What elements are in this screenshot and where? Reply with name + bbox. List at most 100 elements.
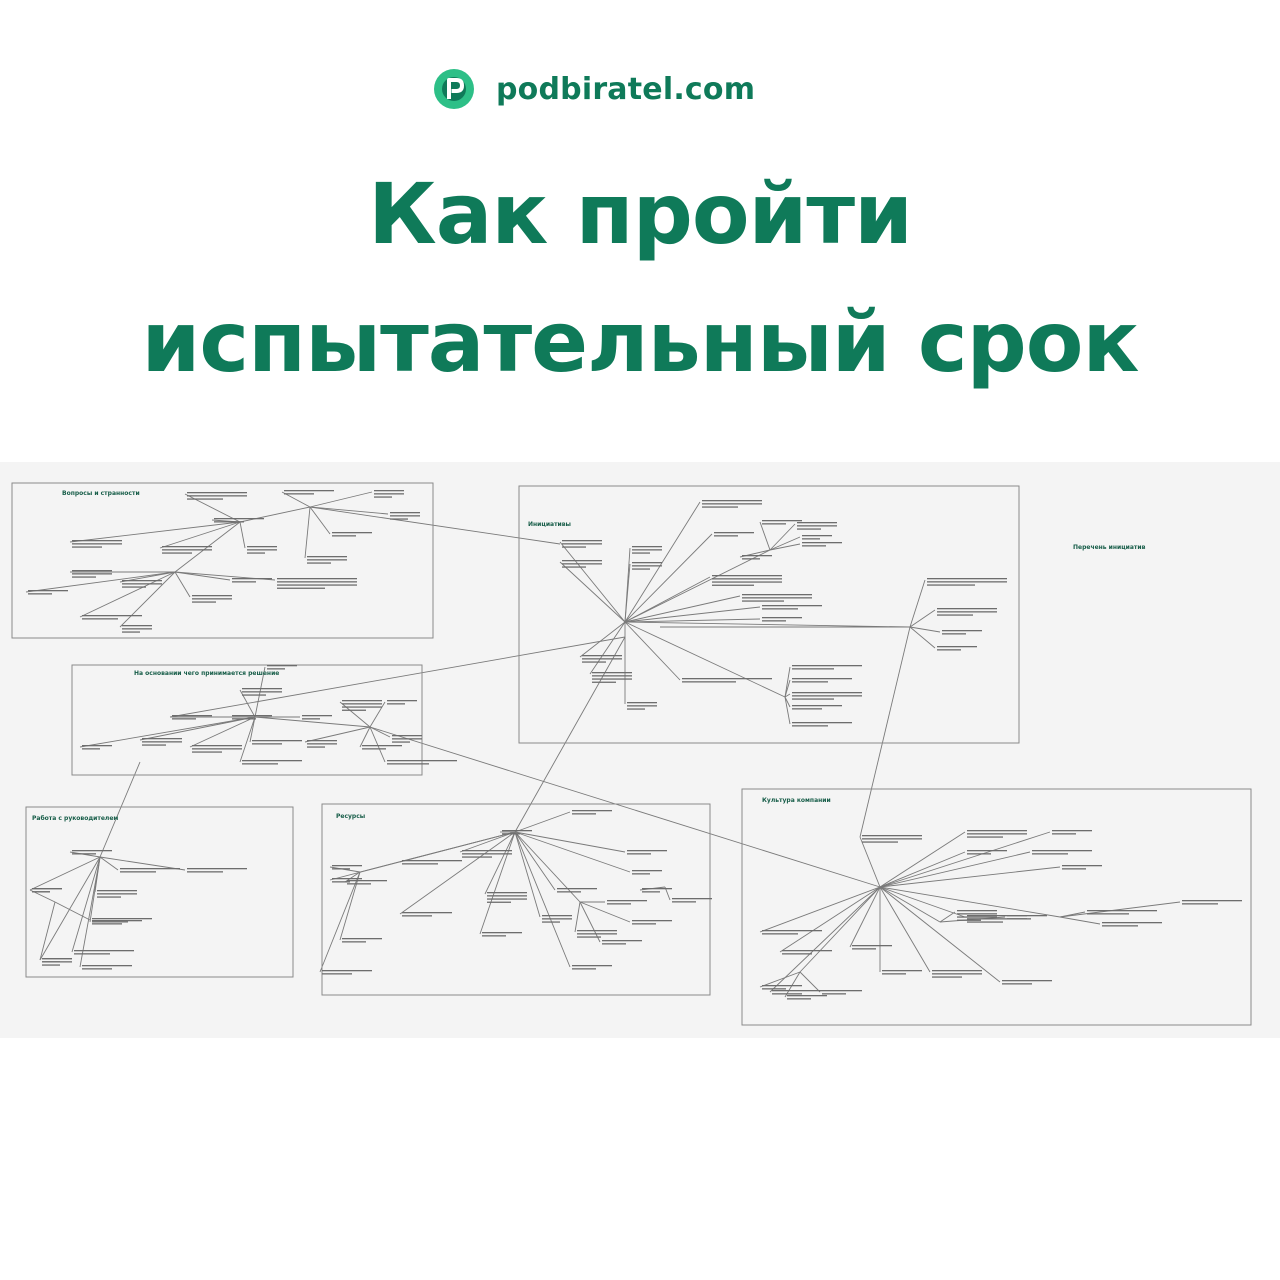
mindmap-connector	[879, 866, 1061, 888]
mindmap-connector	[799, 886, 881, 973]
mindmap-connector	[54, 901, 91, 921]
mindmap-connector	[624, 621, 786, 698]
mindmap-connector	[579, 621, 626, 658]
mindmap-node	[702, 500, 762, 508]
mindmap-connector	[574, 901, 581, 933]
mindmap-connector	[784, 693, 791, 698]
mindmap-node	[602, 940, 642, 945]
mindmap-node	[390, 512, 420, 520]
mindmap-node	[307, 740, 337, 748]
mindmap-connector	[1059, 901, 1181, 918]
mindmap-node	[72, 850, 112, 855]
frame-title-decisions: На основании чего принимается решение	[134, 670, 279, 677]
mindmap-node	[592, 672, 632, 683]
mindmap-connector	[189, 716, 256, 748]
mindmap-connector	[879, 886, 1001, 983]
mindmap-connector	[759, 886, 881, 933]
mindmap-connector	[624, 501, 701, 623]
mindmap-connector	[39, 856, 101, 961]
mindmap-connections	[25, 491, 1181, 998]
mindmap-node	[82, 745, 112, 750]
mindmap-node	[562, 540, 602, 548]
mindmap-connector	[79, 571, 176, 618]
mindmap-node	[762, 617, 802, 622]
mindmap-node	[1182, 900, 1242, 905]
mindmap-node	[284, 490, 334, 495]
frame-title-manager: Работа с руководителем	[32, 815, 118, 822]
mindmap-node	[247, 546, 277, 554]
mindmap-node	[557, 888, 597, 893]
mindmap-node	[792, 692, 862, 700]
mindmap-node	[1062, 865, 1102, 870]
mindmap-node	[714, 532, 754, 537]
mindmap-node	[932, 970, 982, 978]
mindmap-node	[252, 740, 302, 745]
frame-resources	[321, 803, 711, 996]
mindmap-node	[1052, 830, 1092, 835]
mindmap-connector	[99, 856, 119, 871]
mindmap-node	[672, 898, 712, 903]
mindmap-connector	[249, 716, 256, 743]
mindmap-node	[302, 715, 332, 720]
mindmap-connector	[39, 901, 56, 961]
mindmap-connector	[769, 523, 796, 551]
mindmap-node	[482, 932, 522, 937]
mindmap-node	[742, 594, 812, 602]
mindmap-node	[642, 888, 672, 893]
mindmap-connector	[624, 549, 771, 623]
mindmap-connector	[309, 506, 561, 545]
mindmap-connector	[909, 609, 936, 628]
mindmap-node	[682, 678, 772, 683]
mindmap-connector	[784, 971, 801, 998]
mindmap-node	[577, 930, 617, 938]
mindmap-node	[1032, 850, 1092, 855]
mindmap-connector	[99, 856, 186, 871]
mindmap-frames: Вопросы и странности Инициативы Перечень…	[11, 482, 1252, 1026]
mindmap-connector	[399, 831, 516, 915]
mindmap-connector	[514, 831, 631, 873]
mindmap-connector	[514, 811, 571, 833]
mindmap-connector	[359, 726, 371, 748]
mindmap-connector	[909, 579, 926, 628]
page-title: Как пройти испытательный срок	[0, 150, 1280, 406]
mindmap-node	[967, 830, 1027, 838]
mindmap-connector	[359, 831, 516, 873]
mindmap-node	[277, 578, 357, 589]
mindmap-connector	[1059, 916, 1101, 925]
mindmap-connector	[319, 871, 361, 973]
mindmap-node	[342, 700, 382, 711]
mindmap-connector	[879, 886, 966, 918]
mindmap-node	[28, 590, 68, 595]
mindmap-node	[342, 938, 382, 943]
mindmap-connector	[99, 761, 141, 858]
mindmap-connector	[79, 856, 101, 968]
mindmap-connector	[624, 533, 713, 623]
mindmap-connector	[484, 831, 516, 895]
mindmap-connector	[879, 886, 931, 973]
mindmap-node	[797, 522, 837, 530]
mindmap-node	[232, 715, 272, 720]
mindmap-nodes	[28, 490, 1242, 1000]
mindmap-connector	[769, 536, 801, 551]
mindmap-node	[762, 520, 802, 525]
mindmap-node	[1002, 980, 1052, 985]
mindmap-connector	[159, 521, 241, 549]
mindmap-node	[214, 518, 264, 523]
mindmap-node	[122, 580, 162, 588]
brand-name[interactable]: podbiratel.com	[496, 71, 756, 107]
mindmap-connector	[879, 886, 941, 923]
frame-title-initiatives: Инициативы	[528, 521, 571, 528]
mindmap-node	[957, 910, 997, 921]
mindmap-connector	[309, 506, 389, 515]
mindmap-node	[792, 722, 852, 727]
mindmap-node	[347, 880, 387, 885]
mindmap-node	[787, 995, 827, 1000]
frame-initiatives	[518, 485, 1020, 744]
mindmap-node	[322, 970, 372, 975]
mindmap-connector	[514, 831, 571, 968]
mindmap-connector	[369, 726, 391, 738]
mindmap-node	[967, 850, 1007, 855]
mindmap-node	[187, 868, 247, 873]
mindmap-node	[72, 570, 112, 578]
mindmap-canvas: Вопросы и странности Инициативы Перечень…	[11, 482, 1252, 1026]
